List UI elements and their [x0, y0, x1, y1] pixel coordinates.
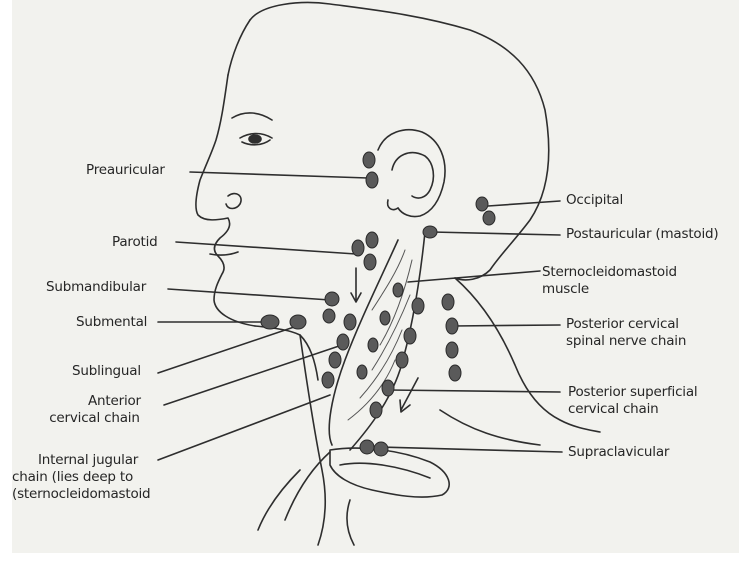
- label-sternocleidomastoid-line2: muscle: [542, 281, 677, 298]
- leader-postauricular: [432, 232, 560, 235]
- label-anterior-cervical: Anterior cervical chain: [48, 393, 141, 427]
- label-sternocleidomastoid: Sternocleidomastoid muscle: [542, 264, 677, 298]
- label-anterior-cervical-line2: cervical chain: [48, 410, 141, 427]
- arrow-posterior-superficial: [400, 378, 418, 412]
- head-outline: [250, 3, 549, 280]
- node-superficial-3: [396, 352, 408, 368]
- label-anterior-cervical-line1: Anterior: [48, 393, 141, 410]
- node-submental-1: [261, 315, 279, 329]
- label-posterior-superficial: Posterior superficial cervical chain: [568, 384, 697, 418]
- label-preauricular: Preauricular: [86, 162, 165, 179]
- label-posterior-superficial-line2: cervical chain: [568, 401, 697, 418]
- chest-line: [347, 500, 354, 545]
- node-jugular-1: [393, 283, 403, 297]
- node-jugular-4: [357, 365, 367, 379]
- node-parotid-1: [366, 232, 378, 248]
- node-anterior-3: [329, 352, 341, 368]
- label-parotid: Parotid: [112, 234, 158, 251]
- label-internal-jugular-line3: sternocleidomastoid): [12, 486, 158, 503]
- node-anterior-2: [337, 334, 349, 350]
- node-submandibular-1: [325, 292, 339, 306]
- node-preauricular-1: [363, 152, 375, 168]
- node-superficial-4: [382, 380, 394, 396]
- label-sternocleidomastoid-line1: Sternocleidomastoid: [542, 264, 677, 281]
- label-postauricular: Postauricular (mastoid): [566, 226, 739, 243]
- node-anterior-4: [322, 372, 334, 388]
- node-posterior-cervical-3: [446, 342, 458, 358]
- leader-scm: [408, 271, 540, 282]
- nostril: [226, 194, 241, 209]
- node-parotid-2: [352, 240, 364, 256]
- ear-lobe: [388, 200, 398, 210]
- label-internal-jugular: Internal jugular chain (lies deep to ste…: [12, 452, 158, 503]
- hairline: [228, 20, 250, 75]
- node-jugular-2: [380, 311, 390, 325]
- neck-front: [300, 335, 325, 545]
- node-posterior-cervical-4: [449, 365, 461, 381]
- label-supraclavicular: Supraclavicular: [568, 444, 669, 461]
- node-posterior-cervical-2: [446, 318, 458, 334]
- leader-internal-jugular: [158, 395, 330, 460]
- node-posterior-cervical-1: [442, 294, 454, 310]
- arrow-parotid-down: [351, 268, 361, 302]
- leader-posterior-cervical: [452, 325, 560, 326]
- node-occipital-2: [483, 211, 495, 225]
- label-posterior-cervical-line2: spinal nerve chain: [566, 333, 686, 350]
- leader-anterior: [164, 345, 342, 405]
- label-submandibular: Submandibular: [46, 279, 146, 296]
- clavicle: [330, 448, 449, 497]
- leader-preauricular: [190, 172, 368, 178]
- label-sublingual: Sublingual: [72, 363, 141, 380]
- lymph-nodes: [261, 152, 495, 456]
- node-jugular-3: [368, 338, 378, 352]
- mouth-line: [210, 252, 238, 255]
- shoulder-line: [258, 452, 330, 530]
- leader-submandibular: [168, 289, 330, 300]
- node-superficial-5: [370, 402, 382, 418]
- node-postauricular: [423, 226, 437, 238]
- label-internal-jugular-line1: Internal jugular: [12, 452, 158, 469]
- node-superficial-2: [404, 328, 416, 344]
- label-internal-jugular-line2: chain (lies deep to: [12, 469, 158, 486]
- label-posterior-cervical: Posterior cervical spinal nerve chain: [566, 316, 686, 350]
- node-preauricular-2: [366, 172, 378, 188]
- node-supraclavicular-1: [360, 440, 374, 454]
- leader-supraclavicular: [380, 447, 562, 452]
- label-posterior-cervical-line1: Posterior cervical: [566, 316, 686, 333]
- label-posterior-superficial-line1: Posterior superficial: [568, 384, 697, 401]
- node-submental-2: [290, 315, 306, 329]
- eyebrow: [232, 113, 272, 120]
- clavicle-inner: [340, 463, 430, 478]
- label-occipital: Occipital: [566, 192, 623, 209]
- scapula-line: [440, 410, 540, 445]
- ear-inner: [392, 153, 433, 198]
- node-supraclavicular-2: [374, 442, 388, 456]
- pupil: [249, 135, 261, 143]
- leader-parotid: [176, 242, 356, 254]
- node-parotid-3: [364, 254, 376, 270]
- node-occipital-1: [476, 197, 488, 211]
- node-anterior-1: [344, 314, 356, 330]
- node-superficial-1: [412, 298, 424, 314]
- leader-occipital: [488, 201, 560, 206]
- node-submandibular-2: [323, 309, 335, 323]
- label-submental: Submental: [76, 314, 147, 331]
- leader-posterior-superficial: [388, 390, 560, 392]
